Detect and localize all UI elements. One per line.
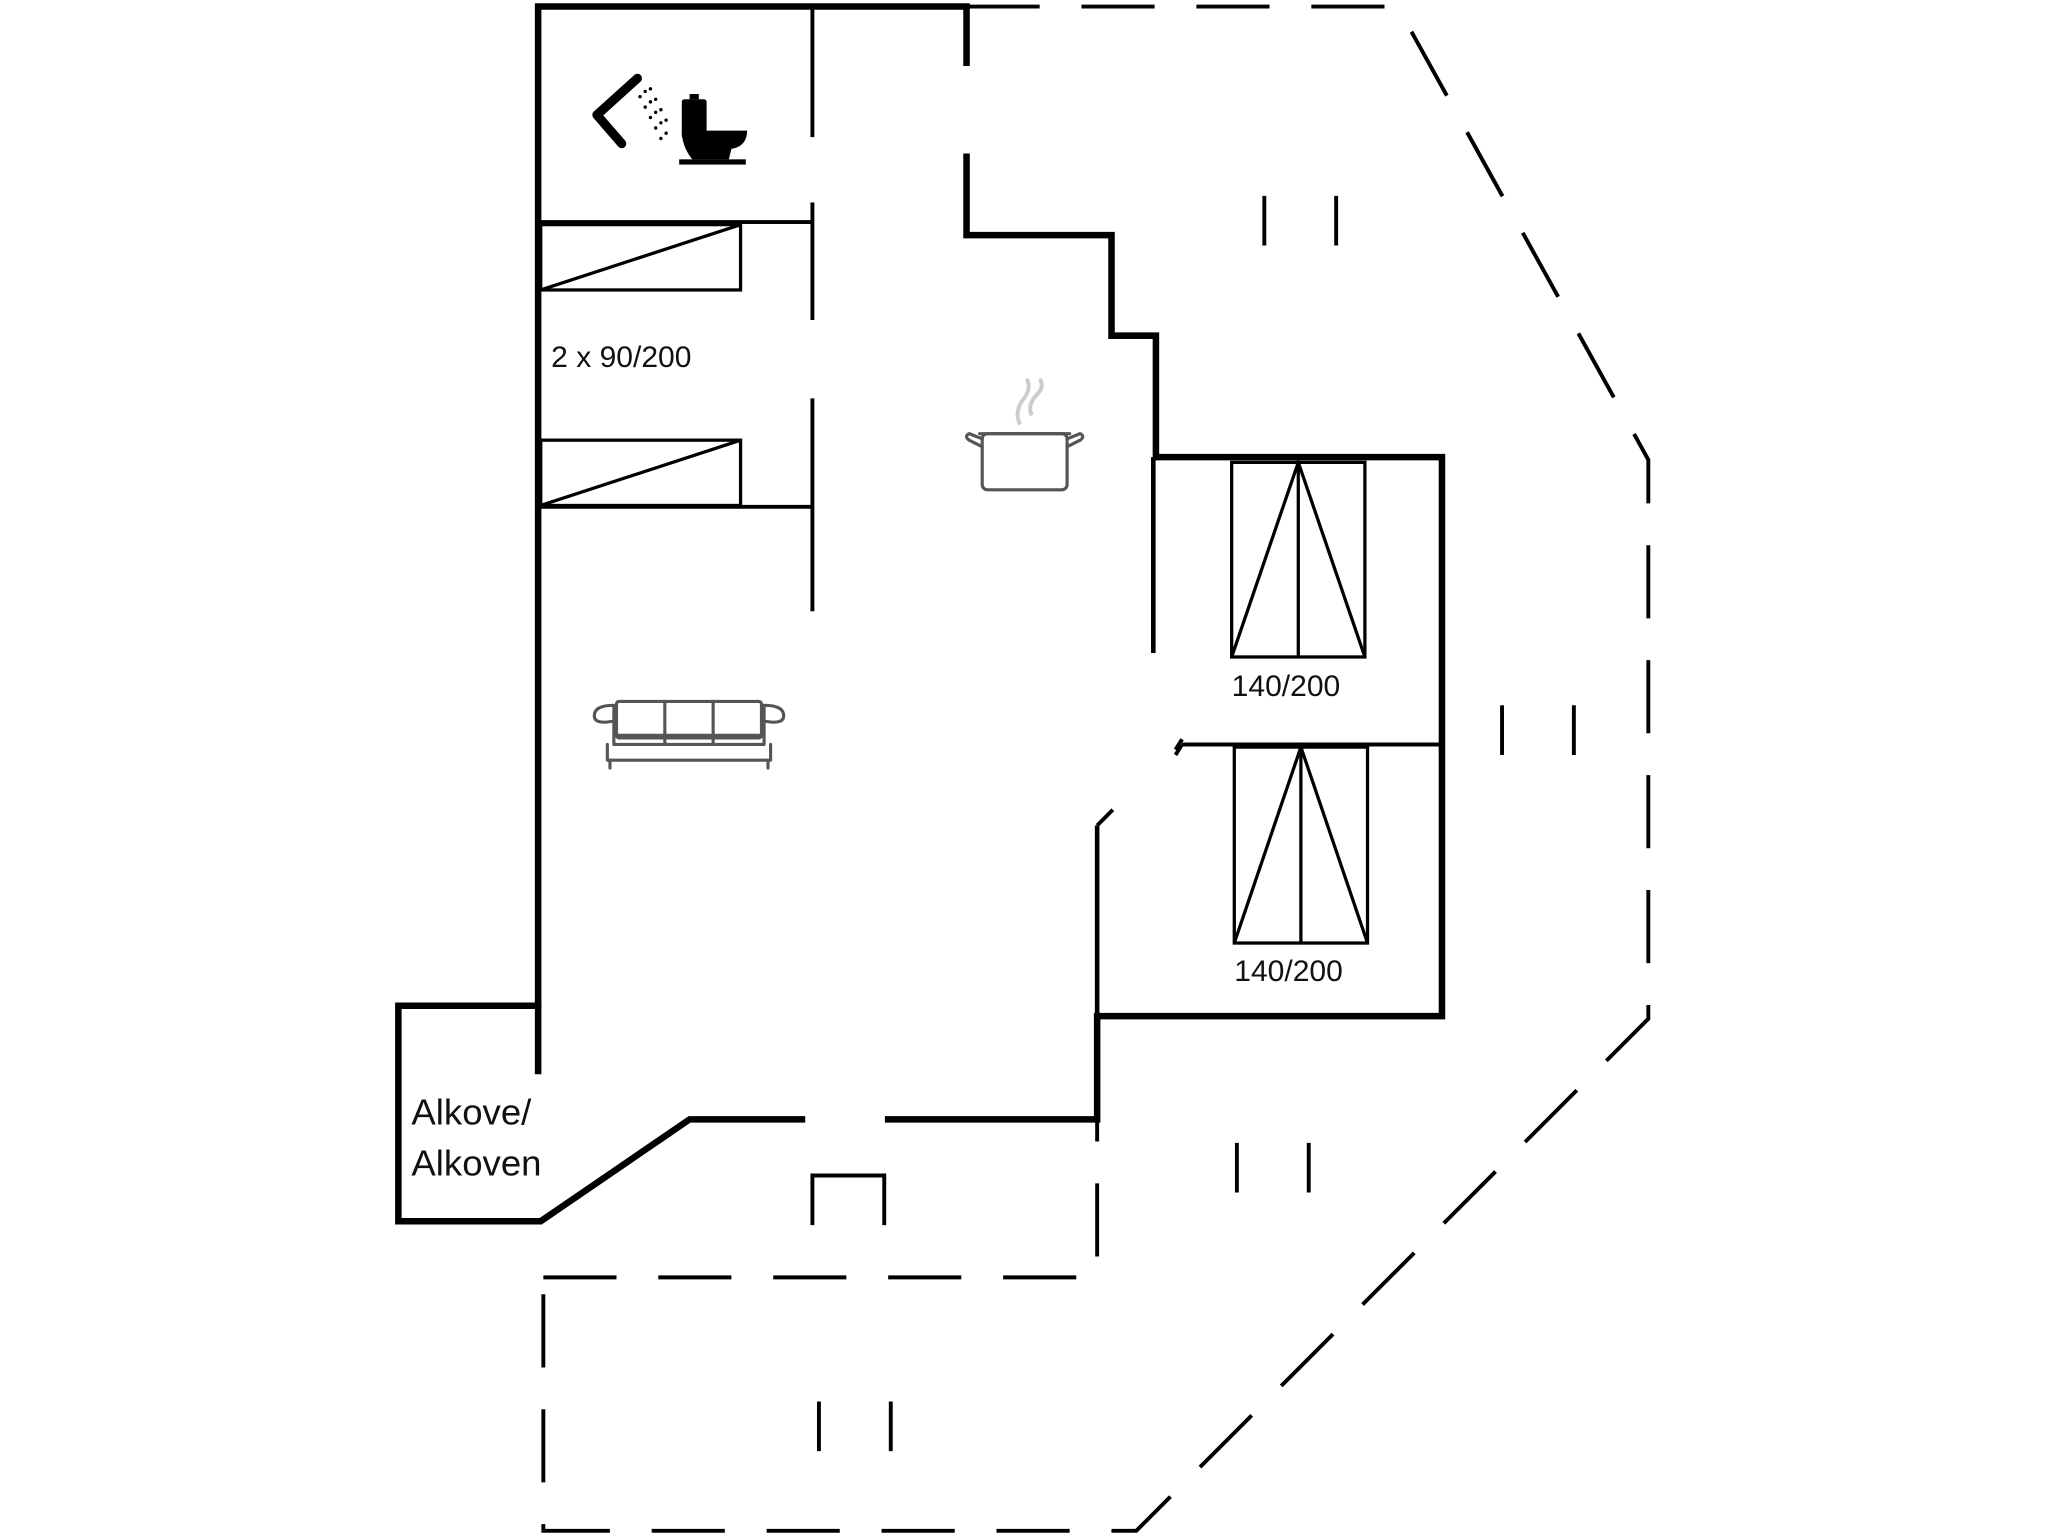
single-bed-2 — [539, 438, 743, 508]
double-bed-1-label: 140/200 — [1232, 670, 1341, 703]
cooking-pot-icon — [964, 377, 1085, 492]
interior-walls — [538, 6, 1442, 1017]
double-bed-2-label: 140/200 — [1234, 955, 1343, 988]
sofa-icon — [592, 699, 786, 770]
double-bed-2 — [1232, 742, 1370, 945]
terrace-deck-marks — [816, 195, 1576, 1452]
alcove-label-line1: Alkove/ — [411, 1092, 532, 1133]
toilet-icon — [679, 94, 748, 165]
terrace-outline — [541, 4, 1651, 1533]
alcove-label-line2: Alkoven — [411, 1143, 541, 1184]
shower-icon — [592, 73, 668, 149]
double-bed-1 — [1230, 457, 1367, 659]
single-beds-label: 2 x 90/200 — [551, 341, 691, 374]
entrance-step — [810, 1173, 887, 1226]
single-bed-1 — [539, 223, 743, 292]
exterior-walls — [395, 3, 1446, 1225]
